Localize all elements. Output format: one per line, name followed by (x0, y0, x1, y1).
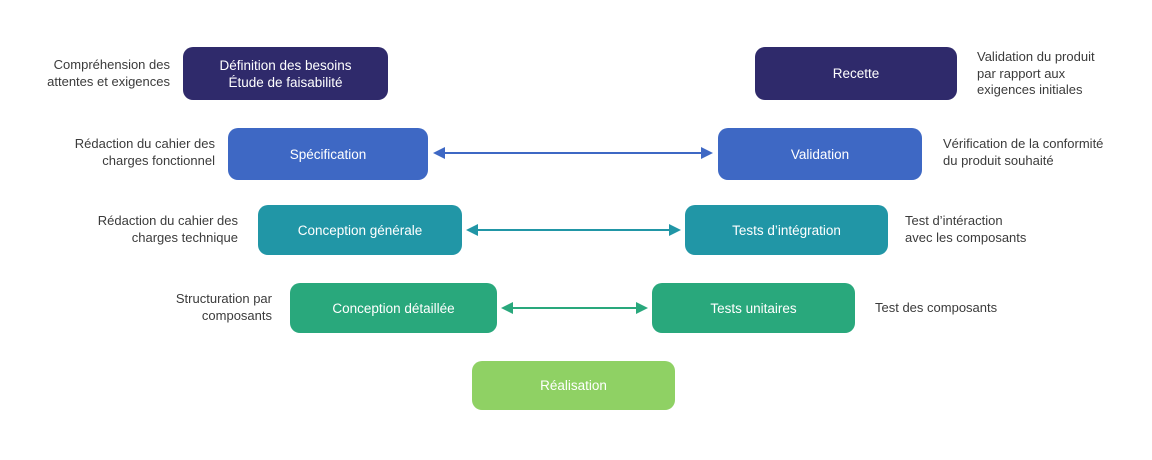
box-tests-unitaires: Tests unitaires (652, 283, 855, 333)
box-label-line: Tests d’intégration (732, 222, 841, 238)
box-label-line: Définition des besoins (219, 57, 352, 73)
box-label-line: Recette (832, 66, 880, 81)
arrow-shaft (442, 152, 704, 154)
label-line: composants (201, 307, 272, 323)
label-line: Rédaction du cahier des (97, 213, 238, 228)
box-conception-detaillee: Conception détaillée (290, 283, 497, 333)
double-arrow-specification-validation (433, 147, 713, 159)
box-label-line: Réalisation (540, 378, 607, 393)
box-label-line: Étude de faisabilité (228, 74, 343, 90)
label-line: Compréhension des (53, 57, 170, 72)
label-line: Test d’intéraction (905, 213, 1003, 228)
box-conception-generale: Conception générale (258, 205, 462, 255)
label-line: par rapport aux (977, 65, 1066, 81)
box-definition-des-besoins: Définition des besoins Étude de faisabil… (183, 47, 388, 100)
label-test-interaction: Test d’intéraction avec les composants (905, 213, 1026, 246)
box-label-line: Conception détaillée (332, 300, 455, 316)
box-realisation: Réalisation (472, 361, 675, 410)
label-line: exigences initiales (977, 82, 1083, 97)
arrow-shaft (510, 307, 639, 309)
label-structuration-composants: Structuration par composants (176, 291, 272, 324)
label-line: avec les composants (905, 229, 1027, 245)
label-line: charges technique (131, 229, 238, 245)
label-line: Rédaction du cahier des (74, 136, 215, 151)
label-cahier-charges-technique: Rédaction du cahier des charges techniqu… (98, 213, 238, 246)
box-label-line: Validation (790, 146, 850, 162)
box-label-line: Spécification (289, 146, 367, 162)
label-verification-conformite: Vérification de la conformité du produit… (943, 136, 1103, 169)
label-cahier-charges-fonctionnel: Rédaction du cahier des charges fonction… (75, 136, 215, 169)
box-specification: Spécification (228, 128, 428, 180)
arrow-shaft (475, 229, 672, 231)
double-arrow-conception-tests-integration (466, 224, 681, 236)
label-line: attentes et exigences (47, 73, 170, 89)
double-arrow-conception-tests-unitaires (501, 302, 648, 314)
label-validation-produit: Validation du produit par rapport aux ex… (977, 49, 1095, 99)
box-validation: Validation (718, 128, 922, 180)
box-label-line: Tests unitaires (710, 300, 797, 316)
label-line: charges fonctionnel (102, 152, 215, 168)
label-line: du produit souhaité (943, 152, 1054, 168)
box-tests-integration: Tests d’intégration (685, 205, 888, 255)
label-test-des-composants: Test des composants (875, 300, 997, 317)
label-line: Validation du produit (977, 49, 1095, 64)
box-label-line: Conception générale (297, 222, 423, 238)
label-line: Structuration par (175, 291, 272, 306)
label-line: Test des composants (875, 300, 998, 315)
label-line: Vérification de la conformité (943, 136, 1104, 151)
label-comprehension-attentes: Compréhension des attentes et exigences (47, 57, 170, 90)
box-recette: Recette (755, 47, 957, 100)
